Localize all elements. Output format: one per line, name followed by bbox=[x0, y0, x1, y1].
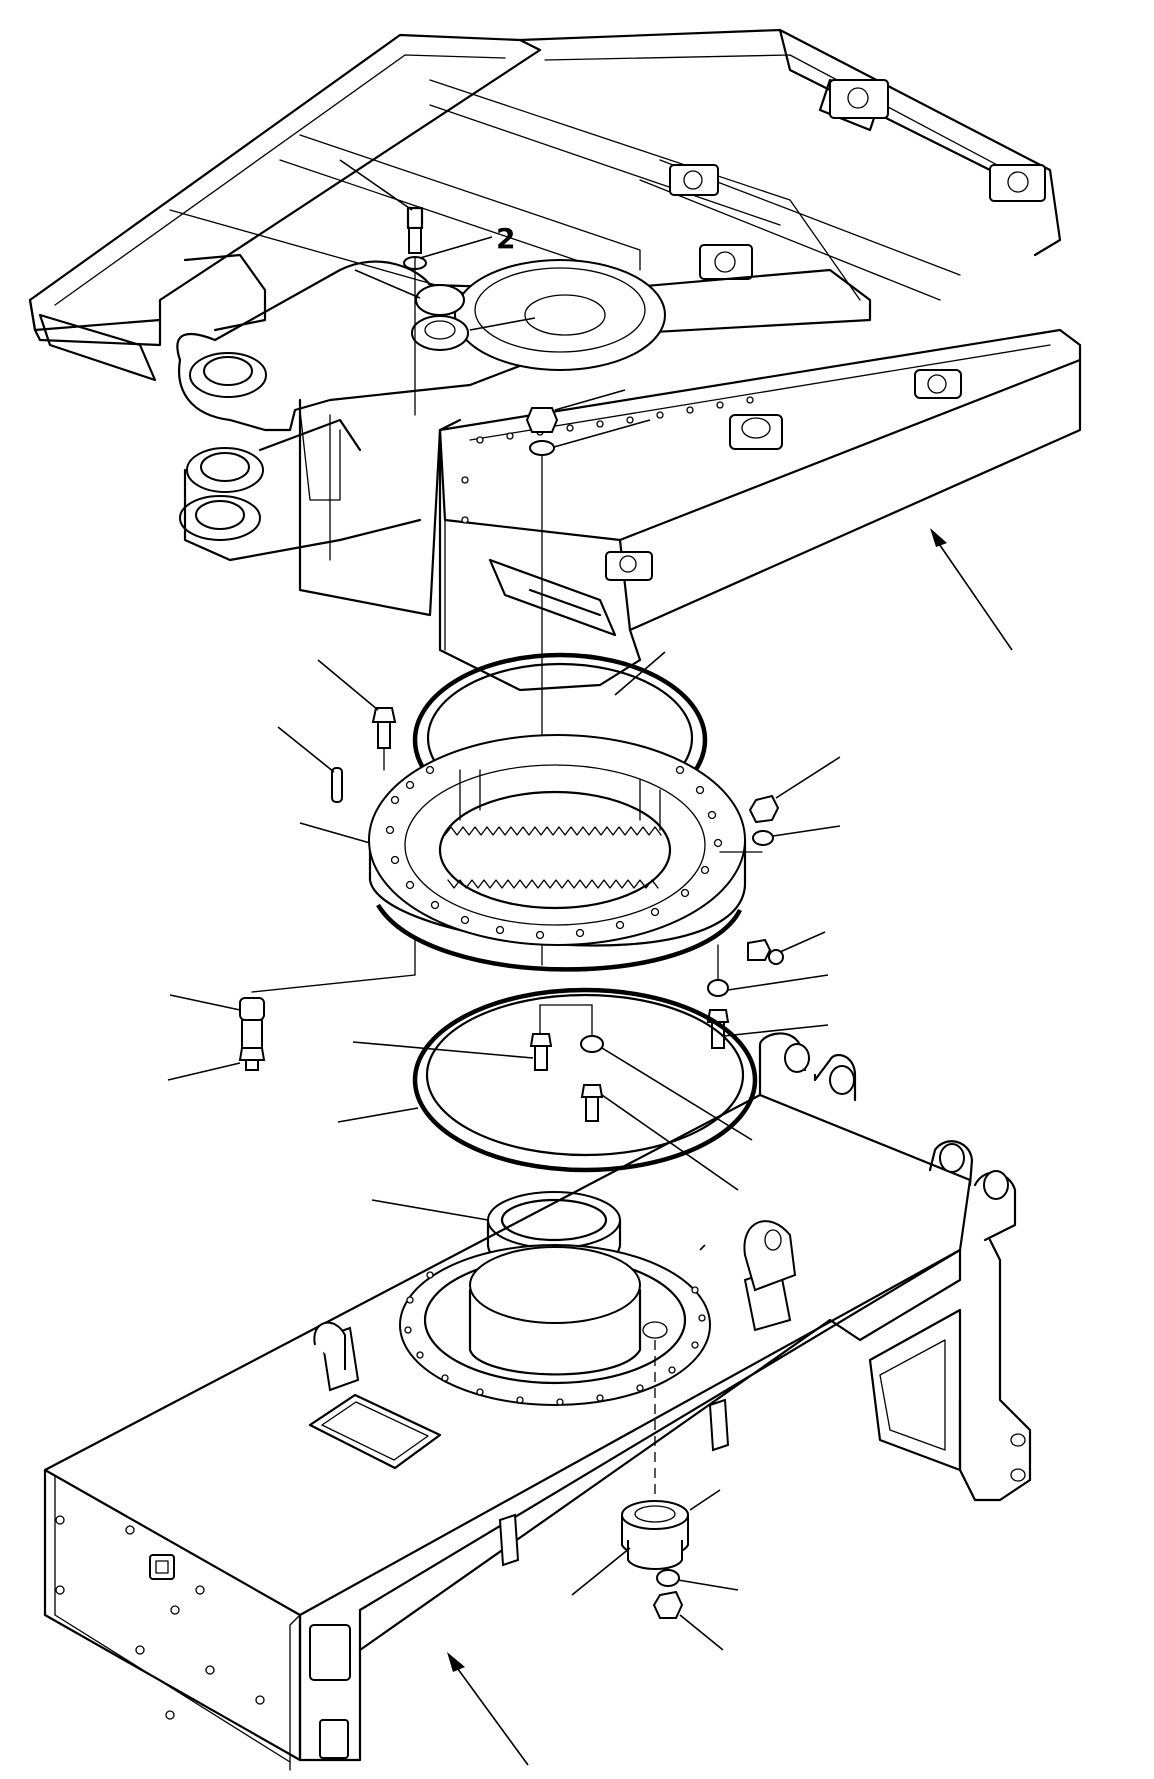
callout-number-2: 2 bbox=[496, 222, 515, 255]
lower-track-frame bbox=[43, 1032, 1032, 1771]
upper-frame-arrow bbox=[934, 537, 1013, 651]
swing-bearing bbox=[368, 734, 747, 972]
bearing-bolt-holes bbox=[385, 765, 723, 940]
mount-ring-holes bbox=[404, 1271, 706, 1406]
frame-nut-washer bbox=[525, 389, 651, 456]
lower-fitting-assembly bbox=[571, 1340, 739, 1651]
lower-frame-arrow bbox=[454, 1664, 529, 1766]
upper-revolving-frame bbox=[28, 28, 1082, 692]
frame-bolt-holes bbox=[461, 396, 754, 524]
endplate-holes bbox=[55, 1515, 265, 1720]
lower-seal-and-bolts bbox=[337, 987, 758, 1191]
